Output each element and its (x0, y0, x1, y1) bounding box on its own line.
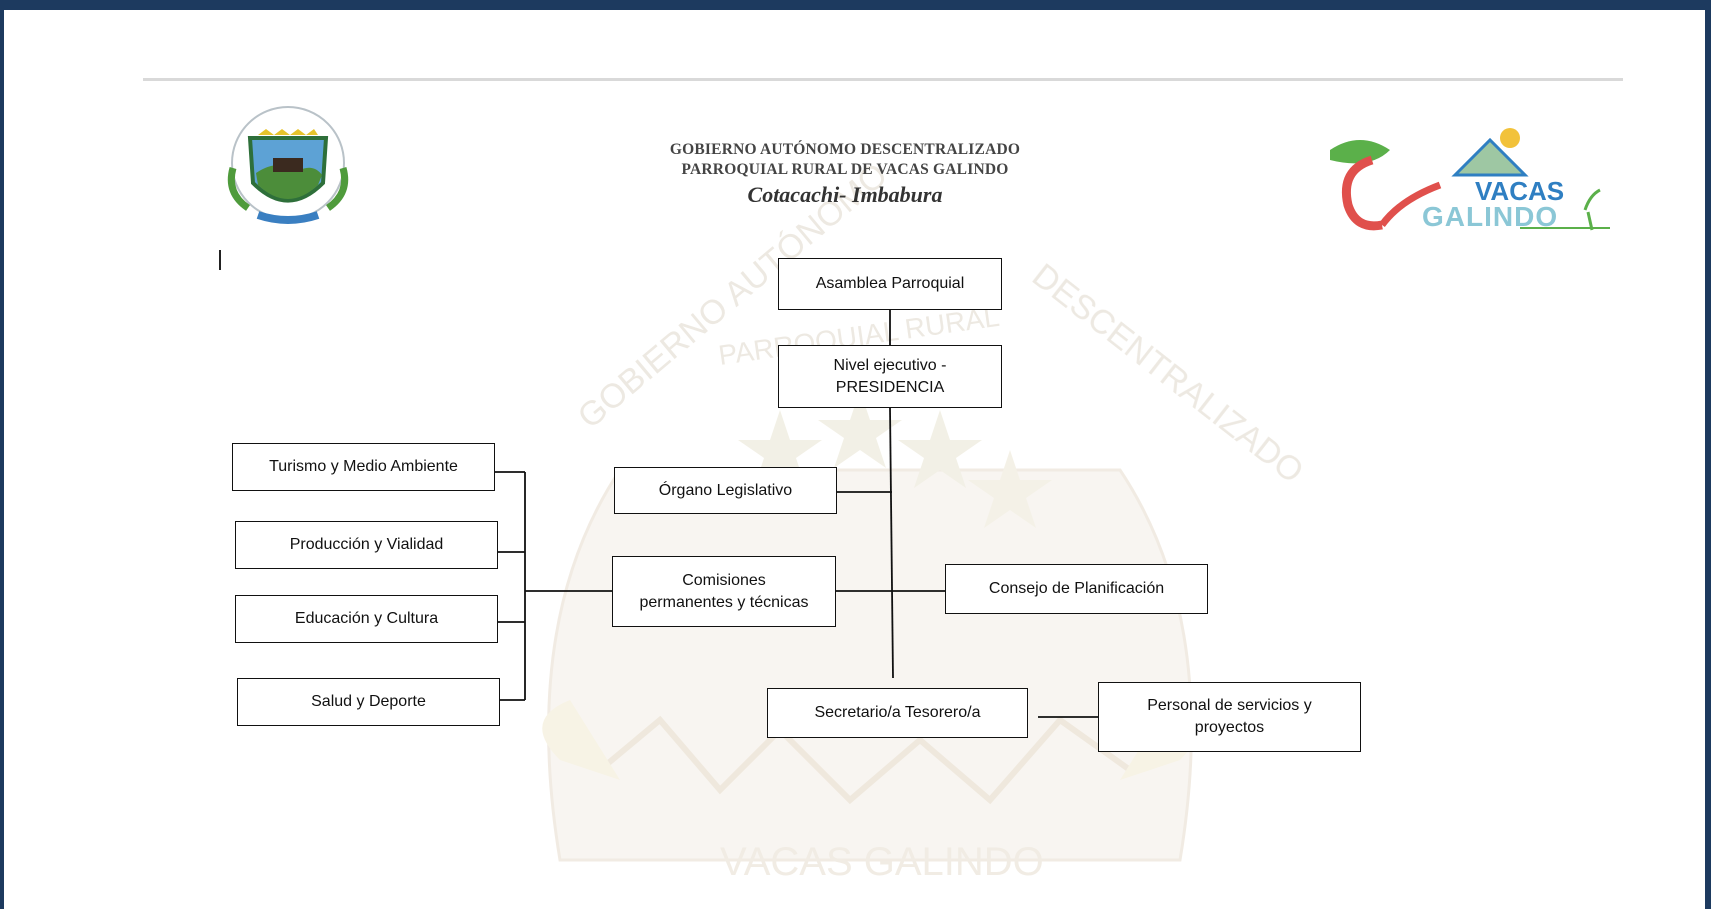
watermark-arc-right: DESCENTRALIZADO (1025, 256, 1310, 491)
box-salud-deporte: Salud y Deporte (237, 678, 500, 726)
box-ejecutivo-line2: PRESIDENCIA (835, 378, 945, 396)
box-comisiones: Comisiones permanentes y técnicas (612, 556, 836, 627)
header-line-1: GOBIERNO AUTÓNOMO DESCENTRALIZADO (669, 141, 1021, 158)
text-cursor (219, 250, 221, 270)
box-educacion-label: Educación y Cultura (294, 610, 439, 627)
box-consejo-planificacion: Consejo de Planificación (945, 564, 1208, 614)
box-consejo-label: Consejo de Planificación (988, 580, 1165, 597)
box-personal-line1: Personal de servicios y (1147, 697, 1312, 714)
box-personal-line2: proyectos (1194, 719, 1265, 736)
box-produccion-vialidad: Producción y Vialidad (235, 521, 498, 569)
box-salud-label: Salud y Deporte (311, 693, 426, 710)
box-comisiones-line1: Comisiones (682, 571, 766, 589)
box-turismo-medio-ambiente: Turismo y Medio Ambiente (232, 443, 495, 491)
watermark-bottom-text: VACAS GALINDO (720, 840, 1044, 884)
header-line-3: Cotacachi- Imbabura (747, 182, 943, 207)
header-title-block: GOBIERNO AUTÓNOMO DESCENTRALIZADO PARROQ… (570, 140, 1120, 208)
box-ejecutivo-line1: Nivel ejecutivo - (833, 356, 947, 374)
box-asamblea-label: Asamblea Parroquial (815, 275, 965, 292)
box-educacion-cultura: Educación y Cultura (235, 595, 498, 643)
box-asamblea-parroquial: Asamblea Parroquial (778, 258, 1002, 310)
box-secretario-tesorero: Secretario/a Tesorero/a (767, 688, 1028, 738)
box-personal-servicios: Personal de servicios y proyectos (1098, 682, 1361, 752)
box-turismo-label: Turismo y Medio Ambiente (269, 458, 458, 475)
header-line-2: PARROQUIAL RURAL DE VACAS GALINDO (681, 161, 1009, 178)
box-comisiones-line2: permanentes y técnicas (639, 593, 809, 611)
box-secretario-label: Secretario/a Tesorero/a (814, 704, 981, 721)
box-legislativo-label: Órgano Legislativo (658, 481, 793, 499)
box-produccion-label: Producción y Vialidad (289, 536, 444, 553)
box-organo-legislativo: Órgano Legislativo (614, 467, 837, 514)
box-nivel-ejecutivo: Nivel ejecutivo - PRESIDENCIA (778, 345, 1002, 408)
header-rule (143, 78, 1623, 81)
